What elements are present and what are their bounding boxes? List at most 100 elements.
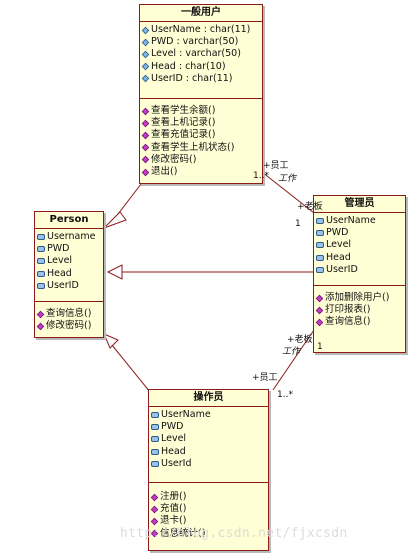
operation-row: 修改密码(): [141, 154, 262, 166]
assoc-role-employee-bottom: +员工: [252, 373, 278, 383]
attribute-row: UserName: [151, 409, 268, 421]
attribute-row: Username: [37, 231, 103, 243]
operation-icon: [141, 131, 150, 140]
assoc-role-boss-bottom: +老板: [287, 335, 313, 345]
assoc-mult-employee-top: 1..*: [253, 171, 269, 181]
attribute-row: UserID: [316, 264, 405, 276]
operation-row: 查看充值记录(): [141, 129, 262, 141]
operation-row: 退出(): [141, 166, 262, 178]
operations-section: 注册() 充值() 退卡() 信息统计(): [149, 483, 268, 543]
attribute-icon: [141, 38, 150, 46]
attribute-row: Head: [151, 446, 268, 458]
attribute-icon: [151, 448, 159, 455]
class-title: 管理员: [314, 196, 405, 213]
assoc-name-top: 工作: [278, 174, 297, 184]
assoc-name-bottom: 工作: [282, 347, 301, 357]
operation-icon: [36, 322, 45, 330]
attribute-icon: [316, 254, 324, 261]
attribute-icon: [141, 26, 150, 34]
attribute-icon: [316, 266, 324, 273]
attribute-row: UserName: [316, 215, 405, 227]
attribute-row: UserID: [37, 280, 103, 292]
operation-icon: [150, 505, 159, 513]
operations-section: 查看学生余额() 查看上机记录() 查看充值记录() 查看学生上机状态() 修改…: [140, 99, 262, 181]
operation-row: 查询信息(): [36, 308, 103, 320]
operation-row: 查看学生余额(): [141, 105, 262, 117]
operation-row: 修改密码(): [36, 320, 103, 332]
attribute-row: UserId: [151, 458, 268, 470]
operation-row: 注册(): [150, 491, 268, 503]
attribute-row: Level : varchar(50): [141, 48, 262, 60]
operation-row: 查询信息(): [315, 316, 405, 328]
assoc-role-employee-top: +员工: [263, 161, 289, 171]
assoc-role-boss-top: +老板: [297, 202, 323, 212]
attribute-icon: [151, 424, 159, 431]
attribute-icon: [141, 62, 150, 71]
watermark: http://blog.csdn.net/fjxcsdn: [120, 526, 348, 541]
class-title: 一般用户: [140, 5, 262, 22]
operation-row: 查看上机记录(): [141, 117, 262, 129]
attributes-section: UserName PWD Level Head UserID: [314, 213, 405, 286]
operation-row: 信息统计(): [150, 528, 268, 540]
assoc-mult-boss-bottom: 1: [317, 342, 323, 352]
attributes-section: UserName PWD Level Head UserId: [149, 407, 268, 483]
attribute-icon: [37, 282, 45, 289]
assoc-mult-boss-top: 1: [295, 219, 301, 229]
operation-icon: [141, 143, 150, 152]
operations-section: 查询信息() 修改密码(): [35, 302, 103, 335]
attribute-row: PWD: [151, 421, 268, 433]
class-admin[interactable]: 管理员 UserName PWD Level Head UserID 添加删除用…: [313, 195, 406, 353]
class-general-user[interactable]: 一般用户 UserName : char(11) PWD : varchar(5…: [139, 4, 263, 184]
attributes-section: Username PWD Level Head UserID: [35, 229, 103, 302]
attribute-icon: [37, 234, 45, 241]
attribute-row: Head : char(10): [141, 61, 262, 73]
attribute-icon: [316, 242, 324, 249]
class-operator[interactable]: 操作员 UserName PWD Level Head UserId 注册() …: [148, 389, 269, 551]
operation-icon: [36, 310, 45, 318]
operations-section: 添加删除用户() 打印报表() 查询信息(): [314, 286, 405, 332]
attribute-icon: [316, 230, 324, 237]
attribute-icon: [141, 75, 150, 83]
operation-icon: [315, 306, 324, 314]
operation-icon: [150, 517, 159, 526]
generalization-arrow: [103, 211, 127, 229]
attribute-row: UserName : char(11): [141, 24, 262, 36]
generalization-arrow: [103, 333, 119, 349]
operation-row: 充值(): [150, 503, 268, 515]
assoc-mult-employee-bottom: 1..*: [277, 390, 293, 400]
attribute-row: Level: [151, 433, 268, 445]
attribute-row: Level: [37, 255, 103, 267]
attribute-row: Level: [316, 239, 405, 251]
operation-icon: [141, 168, 150, 176]
operation-icon: [141, 119, 150, 127]
attribute-icon: [37, 258, 45, 265]
class-title: 操作员: [149, 390, 268, 407]
attribute-icon: [151, 460, 159, 467]
operation-icon: [141, 156, 150, 164]
class-person[interactable]: Person Username PWD Level Head UserID 查询…: [34, 211, 104, 338]
attribute-row: Head: [316, 252, 405, 264]
operation-row: 查看学生上机状态(): [141, 142, 262, 154]
attribute-row: PWD : varchar(50): [141, 36, 262, 48]
attribute-row: PWD: [37, 243, 103, 255]
attribute-icon: [151, 412, 159, 419]
attributes-section: UserName : char(11) PWD : varchar(50) Le…: [140, 22, 262, 99]
operation-row: 退卡(): [150, 515, 268, 527]
operation-icon: [141, 107, 150, 115]
class-title: Person: [35, 212, 103, 229]
attribute-icon: [151, 436, 159, 443]
operation-row: 添加删除用户(): [315, 292, 405, 304]
operation-icon: [315, 294, 324, 302]
attribute-icon: [37, 246, 45, 253]
attribute-icon: [316, 218, 324, 225]
operation-icon: [150, 493, 159, 501]
attribute-row: UserID : char(11): [141, 73, 262, 85]
operation-row: 打印报表(): [315, 304, 405, 316]
operation-icon: [315, 318, 324, 327]
attribute-row: PWD: [316, 227, 405, 239]
generalization-arrow: [106, 264, 123, 280]
attribute-icon: [37, 270, 45, 277]
attribute-icon: [141, 50, 150, 59]
attribute-row: Head: [37, 268, 103, 280]
